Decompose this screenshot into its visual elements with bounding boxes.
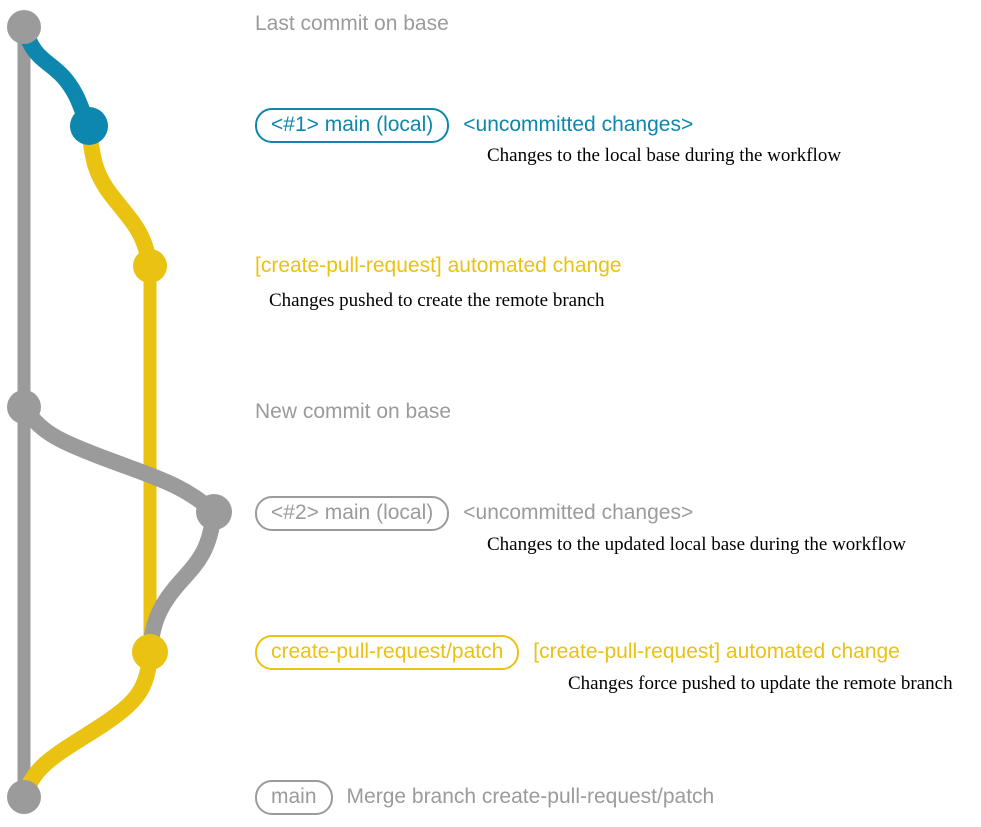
branch-badge-main-local-1[interactable]: <#1> main (local) — [255, 108, 450, 143]
commit-node-local-1[interactable] — [70, 107, 108, 145]
commit-node-main-merge[interactable] — [7, 780, 41, 814]
commit-node-automated-2[interactable] — [132, 634, 168, 670]
edge-local2-to-pr2 — [142, 504, 222, 660]
edge-pr2-to-main — [16, 644, 158, 805]
commit-node-last-commit-on-base[interactable] — [7, 10, 41, 44]
branch-badge-create-pull-request-patch[interactable]: create-pull-request/patch — [255, 635, 520, 670]
commit-node-local-2[interactable] — [196, 494, 232, 530]
label-new-commit-on-base: New commit on base — [255, 400, 452, 423]
label-last-commit-on-base: Last commit on base — [255, 12, 449, 35]
branch-badge-main-local-2[interactable]: <#2> main (local) — [255, 496, 450, 531]
branch-badge-main[interactable]: main — [255, 780, 333, 815]
label-merge-branch: Merge branch create-pull-request/patch — [346, 785, 715, 808]
edge-base-to-local2 — [16, 399, 222, 520]
edge-local1-to-pr1 — [81, 118, 158, 274]
row-automated-change-2: create-pull-request/patch [create-pull-r… — [255, 635, 900, 670]
row-local-commit-1: <#1> main (local) <uncommitted changes> — [255, 108, 693, 143]
label-automated-change-1: [create-pull-request] automated change — [255, 254, 622, 277]
subtext-automated-change-2: Changes force pushed to update the remot… — [568, 673, 953, 694]
label-uncommitted-changes-1: <uncommitted changes> — [463, 113, 694, 136]
subtext-local-commit-1: Changes to the local base during the wor… — [487, 145, 842, 166]
label-automated-change-2: [create-pull-request] automated change — [533, 640, 900, 663]
subtext-local-commit-2: Changes to the updated local base during… — [487, 534, 906, 555]
commit-node-automated-1[interactable] — [133, 249, 167, 283]
row-main-merge: main Merge branch create-pull-request/pa… — [255, 780, 714, 815]
label-uncommitted-changes-2: <uncommitted changes> — [463, 501, 694, 524]
commit-node-new-commit-on-base[interactable] — [7, 390, 41, 424]
row-local-commit-2: <#2> main (local) <uncommitted changes> — [255, 496, 693, 531]
subtext-automated-change-1: Changes pushed to create the remote bran… — [269, 290, 605, 311]
